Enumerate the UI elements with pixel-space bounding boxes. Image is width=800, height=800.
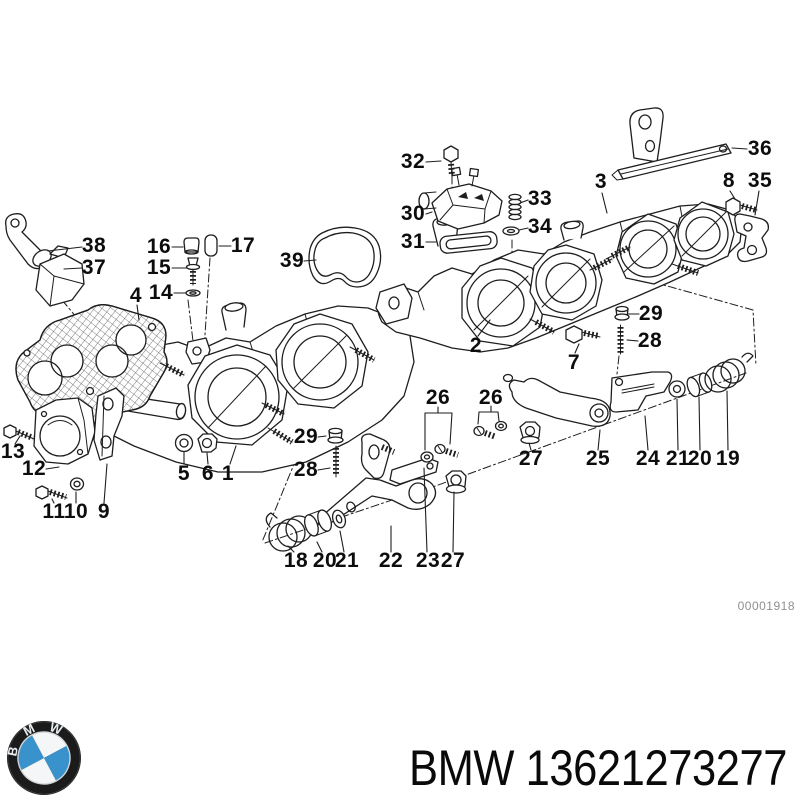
washer-14 — [185, 289, 201, 297]
washer-5 — [174, 433, 194, 453]
nut-27-right — [445, 470, 467, 494]
washer-34 — [502, 226, 520, 236]
sleeve-17 — [204, 234, 218, 257]
bmw-logo-quadrant — [31, 732, 67, 758]
leader-lines — [14, 147, 760, 553]
washer-10 — [69, 477, 85, 491]
nut-6 — [197, 433, 218, 453]
lever-25 — [502, 373, 611, 427]
bracket-35 — [734, 213, 770, 263]
nut-29-left — [327, 427, 344, 444]
bracket-24 — [609, 371, 673, 413]
bmw-logo-quadrant — [44, 745, 70, 781]
upper-flange-d — [671, 201, 735, 276]
upper-flange-a — [461, 257, 556, 347]
manifold-gasket-4 — [15, 304, 168, 425]
upper-flange-b — [529, 244, 614, 321]
lever-22 — [317, 433, 437, 527]
cap-16 — [183, 237, 200, 255]
throttle-flange-1 — [159, 344, 294, 446]
ring-gasket-39 — [308, 226, 382, 288]
bushing-20-left — [303, 509, 333, 537]
bmw-logo-quadrant — [21, 758, 57, 784]
bmw-logo-letter: B — [4, 745, 21, 757]
washer-21-right — [668, 380, 686, 398]
actuator-12 — [33, 397, 96, 465]
lever-38 — [5, 213, 52, 270]
connector-37 — [35, 245, 85, 307]
bolt-8 — [725, 197, 758, 216]
bmw-logo: B M W — [4, 719, 81, 795]
spring-19 — [704, 352, 754, 393]
washer-21-left — [331, 509, 347, 529]
gasket-31 — [439, 231, 498, 254]
part-number-text: BMW 13621273277 — [409, 740, 787, 796]
screws-26-left — [420, 443, 459, 463]
bolt-32 — [443, 145, 459, 178]
spring-33 — [508, 193, 522, 221]
screws-26-right — [473, 420, 508, 440]
bracket-9 — [93, 387, 125, 461]
image-number-watermark: 00001918 — [737, 599, 795, 613]
bracket-36 — [611, 107, 732, 181]
bolt-7 — [565, 325, 601, 344]
bmw-logo-quadrant — [18, 735, 44, 771]
diagram-artwork — [3, 107, 770, 553]
valve-15 — [185, 257, 201, 286]
screw-13 — [3, 424, 35, 441]
throttle-flange-2 — [261, 313, 376, 417]
screw-11 — [35, 485, 68, 500]
nut-27-center — [519, 421, 541, 445]
bushing-20-right — [686, 372, 713, 398]
housing-30 — [418, 166, 503, 230]
nut-29-right — [614, 305, 630, 321]
